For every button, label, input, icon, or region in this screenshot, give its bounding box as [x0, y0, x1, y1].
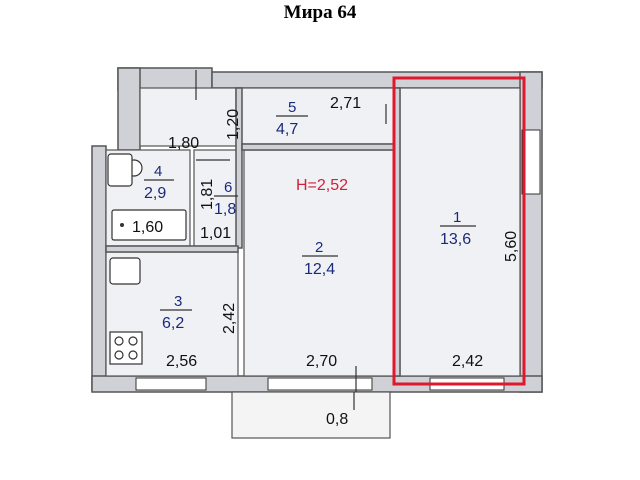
wall-corridor-room2	[241, 143, 395, 151]
room-6-number: 6	[224, 179, 232, 196]
dim-2-70: 2,70	[306, 353, 337, 370]
room-2-area: 12,4	[304, 261, 335, 278]
dim-2-56: 2,56	[166, 353, 197, 370]
room-1-area: 13,6	[440, 231, 471, 248]
washbasin-fixture	[107, 153, 133, 187]
wall-hall-corridor	[235, 87, 243, 249]
wall-bath-kitchen	[105, 245, 239, 253]
dim-1-80: 1,80	[168, 135, 199, 152]
stove-burner-1	[114, 336, 124, 346]
room-5-area: 4,7	[276, 121, 298, 138]
outer-wall-left-upper	[117, 67, 141, 151]
windows	[135, 129, 541, 391]
bathroom-fixtures	[107, 153, 187, 241]
room-4-area: 2,9	[144, 185, 166, 202]
dim-1-20: 1,20	[225, 109, 242, 140]
room-5-corridor	[239, 87, 395, 145]
dim-2-71: 2,71	[330, 95, 361, 112]
room-2-number: 2	[315, 239, 323, 256]
room-4-number: 4	[154, 163, 162, 180]
dim-1-60: 1,60	[132, 219, 163, 236]
dim-1-81: 1,81	[199, 179, 216, 210]
room-6-area: 1,8	[214, 201, 236, 218]
stove-burner-3	[114, 350, 124, 360]
room-3-area: 6,2	[162, 315, 184, 332]
bathtub-fixture	[111, 209, 187, 241]
outer-wall-top	[211, 71, 543, 89]
dimension-lines	[195, 70, 387, 410]
bathtub-drain	[120, 223, 124, 227]
stove-burner-4	[128, 350, 138, 360]
hallway	[139, 87, 237, 147]
room-6-toilet	[193, 149, 239, 247]
page-title: Мира 64	[283, 2, 357, 23]
room-5-number: 5	[288, 99, 296, 116]
dim-2-42-room1: 2,42	[452, 353, 483, 370]
window-kitchen	[135, 377, 207, 391]
dim-0-8: 0,8	[326, 411, 348, 428]
dim-2-42-kitchen: 2,42	[221, 303, 238, 334]
kitchen-fixtures	[109, 257, 143, 365]
dim-1-01: 1,01	[200, 225, 231, 242]
kitchen-sink-fixture	[109, 257, 141, 285]
room-1-highlight	[392, 76, 526, 386]
balcony	[231, 391, 391, 439]
window-room2	[267, 377, 373, 391]
stove-fixture	[109, 331, 143, 365]
dim-5-60: 5,60	[503, 231, 520, 262]
window-right	[521, 129, 541, 195]
stove-burner-2	[128, 336, 138, 346]
room-2	[243, 149, 395, 377]
outer-wall-left	[91, 145, 107, 391]
room-3-number: 3	[174, 293, 182, 310]
ceiling-height-label: Н=2,52	[296, 177, 348, 194]
room-1-number: 1	[453, 209, 461, 226]
